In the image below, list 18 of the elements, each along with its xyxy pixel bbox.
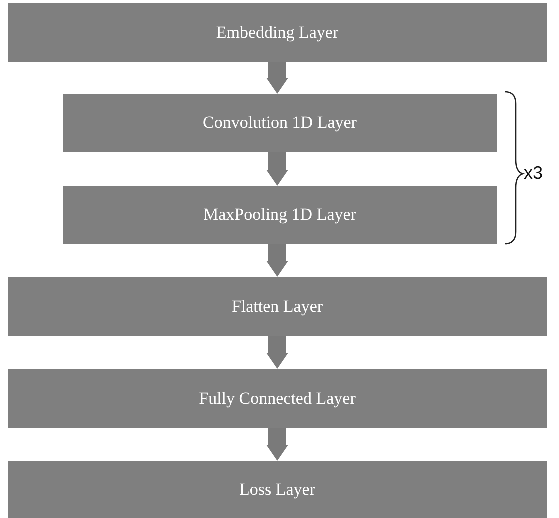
block-arrow (266, 244, 288, 277)
layer-name: Embedding Layer (216, 22, 339, 42)
layer-name: Loss Layer (239, 480, 316, 500)
block-arrow (266, 62, 288, 94)
layer-name: Fully Connected Layer (199, 388, 356, 408)
block-arrow (266, 336, 288, 369)
layer-box (8, 277, 547, 336)
block-arrow (266, 152, 288, 186)
layer-box (8, 369, 547, 428)
layer-name: MaxPooling 1D Layer (204, 205, 356, 225)
layer-box (63, 94, 497, 152)
layer-box (8, 3, 547, 62)
layer-box (8, 461, 547, 518)
repeat-count: x3 (524, 163, 544, 184)
layer-box (63, 186, 497, 244)
layer-name: Flatten Layer (232, 296, 324, 316)
layer-name: Convolution 1D Layer (203, 113, 357, 133)
block-arrow (266, 428, 288, 461)
